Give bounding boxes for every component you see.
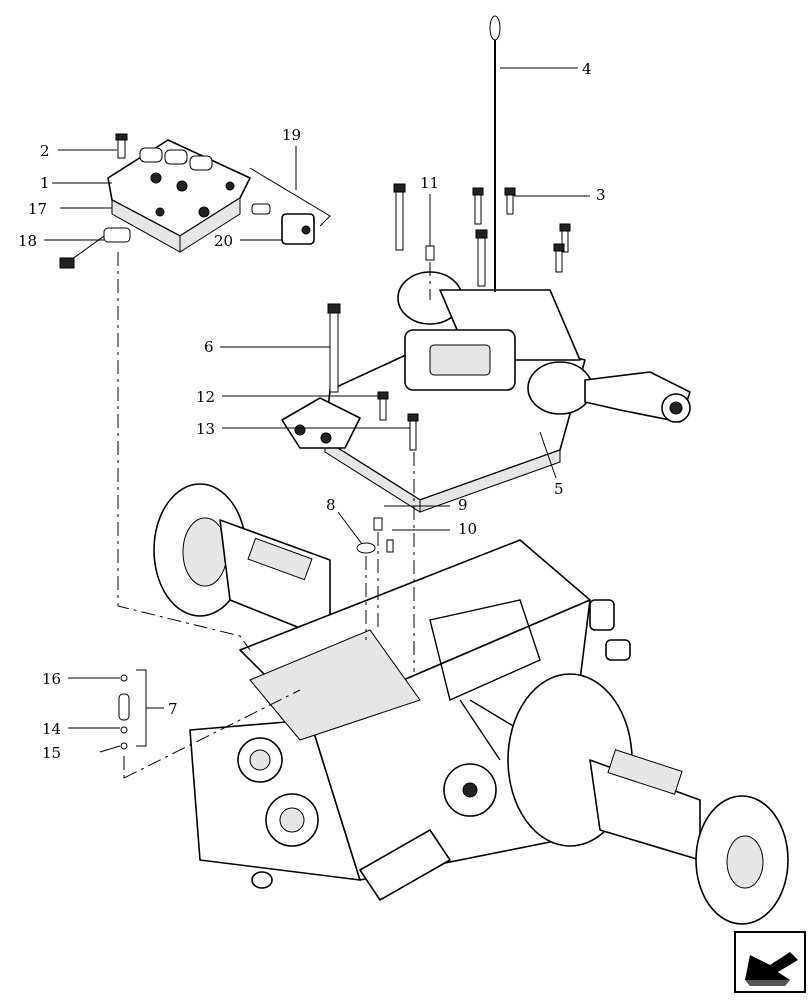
callout-19: 19 — [282, 126, 301, 144]
leader-lines — [44, 67, 590, 753]
lift-housing — [281, 15, 691, 513]
pin — [373, 517, 383, 531]
callout-9: 9 — [458, 496, 468, 514]
callout-15: 15 — [42, 744, 61, 762]
callout-3: 3 — [596, 186, 606, 204]
callout-13: 13 — [196, 420, 215, 438]
assembly-line-left — [117, 252, 251, 651]
transmission-housing — [153, 483, 789, 925]
o-ring — [356, 542, 376, 554]
callout-16: 16 — [42, 670, 61, 688]
callout-6: 6 — [204, 338, 214, 356]
small-bolt — [386, 539, 394, 553]
valve-block-assembly — [59, 133, 331, 269]
assembly-line-spring-target — [123, 689, 301, 779]
callout-20: 20 — [214, 232, 233, 250]
callout-17: 17 — [28, 200, 47, 218]
spring-kit — [118, 669, 147, 750]
callout-1: 1 — [40, 174, 50, 192]
callout-8: 8 — [326, 496, 336, 514]
arrow-nav-icon[interactable] — [734, 931, 806, 993]
callout-4: 4 — [582, 60, 592, 78]
callout-18: 18 — [18, 232, 37, 250]
callout-10: 10 — [458, 520, 477, 538]
callout-14: 14 — [42, 720, 61, 738]
callout-2: 2 — [40, 142, 50, 160]
bolt-set — [327, 183, 571, 451]
callout-11: 11 — [420, 174, 439, 192]
callout-7: 7 — [168, 700, 178, 718]
callout-5: 5 — [554, 480, 564, 498]
callout-12: 12 — [196, 388, 215, 406]
